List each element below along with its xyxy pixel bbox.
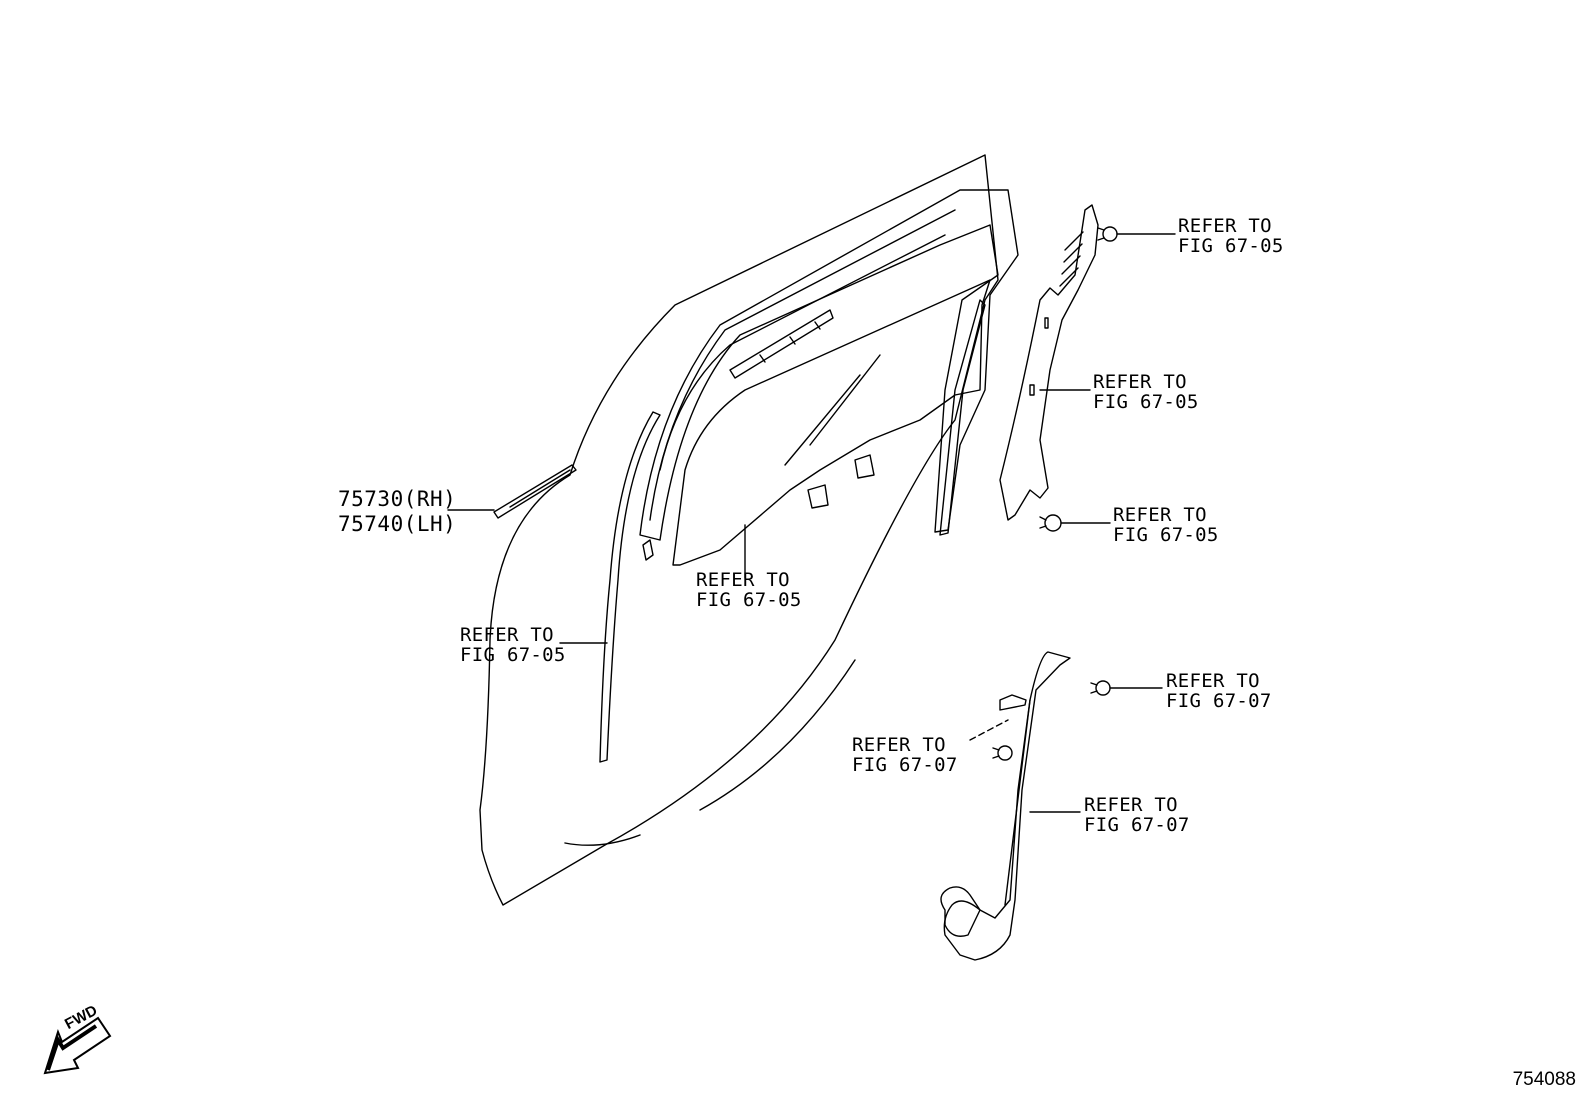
door-lower-curve: [699, 659, 856, 811]
belt-molding: [493, 464, 577, 519]
callout-line1: REFER TO: [1166, 670, 1260, 692]
door-panel-outline: [479, 154, 999, 906]
callout-line2: FIG 67-05: [460, 644, 566, 666]
belt-molding-inner: [509, 469, 571, 508]
bolt-regulator-upper: [1090, 680, 1111, 696]
callout-line2: FIG 67-05: [1093, 391, 1199, 413]
rear-run-channel: [939, 299, 986, 536]
glass-run-strip: [729, 309, 834, 379]
window-frame-channel-2: [659, 234, 946, 471]
garnish-slot-1: [1029, 384, 1035, 396]
front-run-bracket: [642, 539, 654, 561]
rear-pillar-garnish: [999, 204, 1099, 521]
callout-line2: FIG 67-07: [852, 754, 958, 776]
garnish-ribs: [1059, 231, 1084, 287]
window-regulator: [943, 651, 1071, 961]
callout-line2: FIG 67-07: [1084, 814, 1190, 836]
callout-regulator-bolt-upper[interactable]: REFER TO FIG 67-07: [1166, 671, 1272, 711]
callout-line2: FIG 67-07: [1166, 690, 1272, 712]
clip-garnish-bottom: [1039, 514, 1062, 532]
callout-garnish-bolt[interactable]: REFER TO FIG 67-05: [1178, 216, 1284, 256]
glass-clip-2: [854, 454, 875, 479]
fwd-arrow-icon: [43, 1016, 112, 1075]
glass-run-ticks: [759, 321, 821, 363]
callout-line2: FIG 67-05: [1178, 235, 1284, 257]
callout-line1: REFER TO: [1084, 794, 1178, 816]
callout-line1: REFER TO: [852, 734, 946, 756]
callout-line2: FIG 67-05: [1113, 524, 1219, 546]
callout-line1: REFER TO: [460, 624, 554, 646]
part-number-lh: 75740(LH): [338, 512, 457, 536]
window-frame-outer: [639, 189, 1019, 541]
callout-front-channel[interactable]: REFER TO FIG 67-05: [460, 625, 566, 665]
callout-garnish[interactable]: REFER TO FIG 67-05: [1093, 372, 1199, 412]
garnish-slot-2: [1044, 317, 1049, 329]
bolt-garnish-top: [1097, 226, 1118, 242]
callout-line2: FIG 67-05: [696, 589, 802, 611]
window-frame-channel: [649, 209, 956, 521]
regulator-arm: [999, 694, 1027, 711]
glass-reflection-1: [784, 374, 861, 466]
bolt-regulator-lower: [992, 745, 1013, 761]
part-number-rh: 75730(RH): [338, 487, 457, 511]
callout-line1: REFER TO: [1093, 371, 1187, 393]
callout-line1: REFER TO: [1178, 215, 1272, 237]
front-run-channel: [599, 411, 661, 763]
callout-garnish-clip[interactable]: REFER TO FIG 67-05: [1113, 505, 1219, 545]
glass-clip-1: [807, 484, 829, 509]
regulator-leader-dash: [969, 719, 1009, 741]
door-glass: [672, 279, 991, 566]
door-inner-curve: [564, 834, 641, 846]
glass-reflection-2: [809, 354, 881, 446]
callout-line1: REFER TO: [696, 569, 790, 591]
regulator-rail: [1004, 699, 1031, 906]
diagram-code: 754088: [1512, 1069, 1576, 1090]
regulator-motor: [940, 886, 981, 937]
callout-regulator-bolt-lower[interactable]: REFER TO FIG 67-07: [852, 735, 958, 775]
callout-line1: REFER TO: [1113, 504, 1207, 526]
callout-glass[interactable]: REFER TO FIG 67-05: [696, 570, 802, 610]
callout-regulator[interactable]: REFER TO FIG 67-07: [1084, 795, 1190, 835]
